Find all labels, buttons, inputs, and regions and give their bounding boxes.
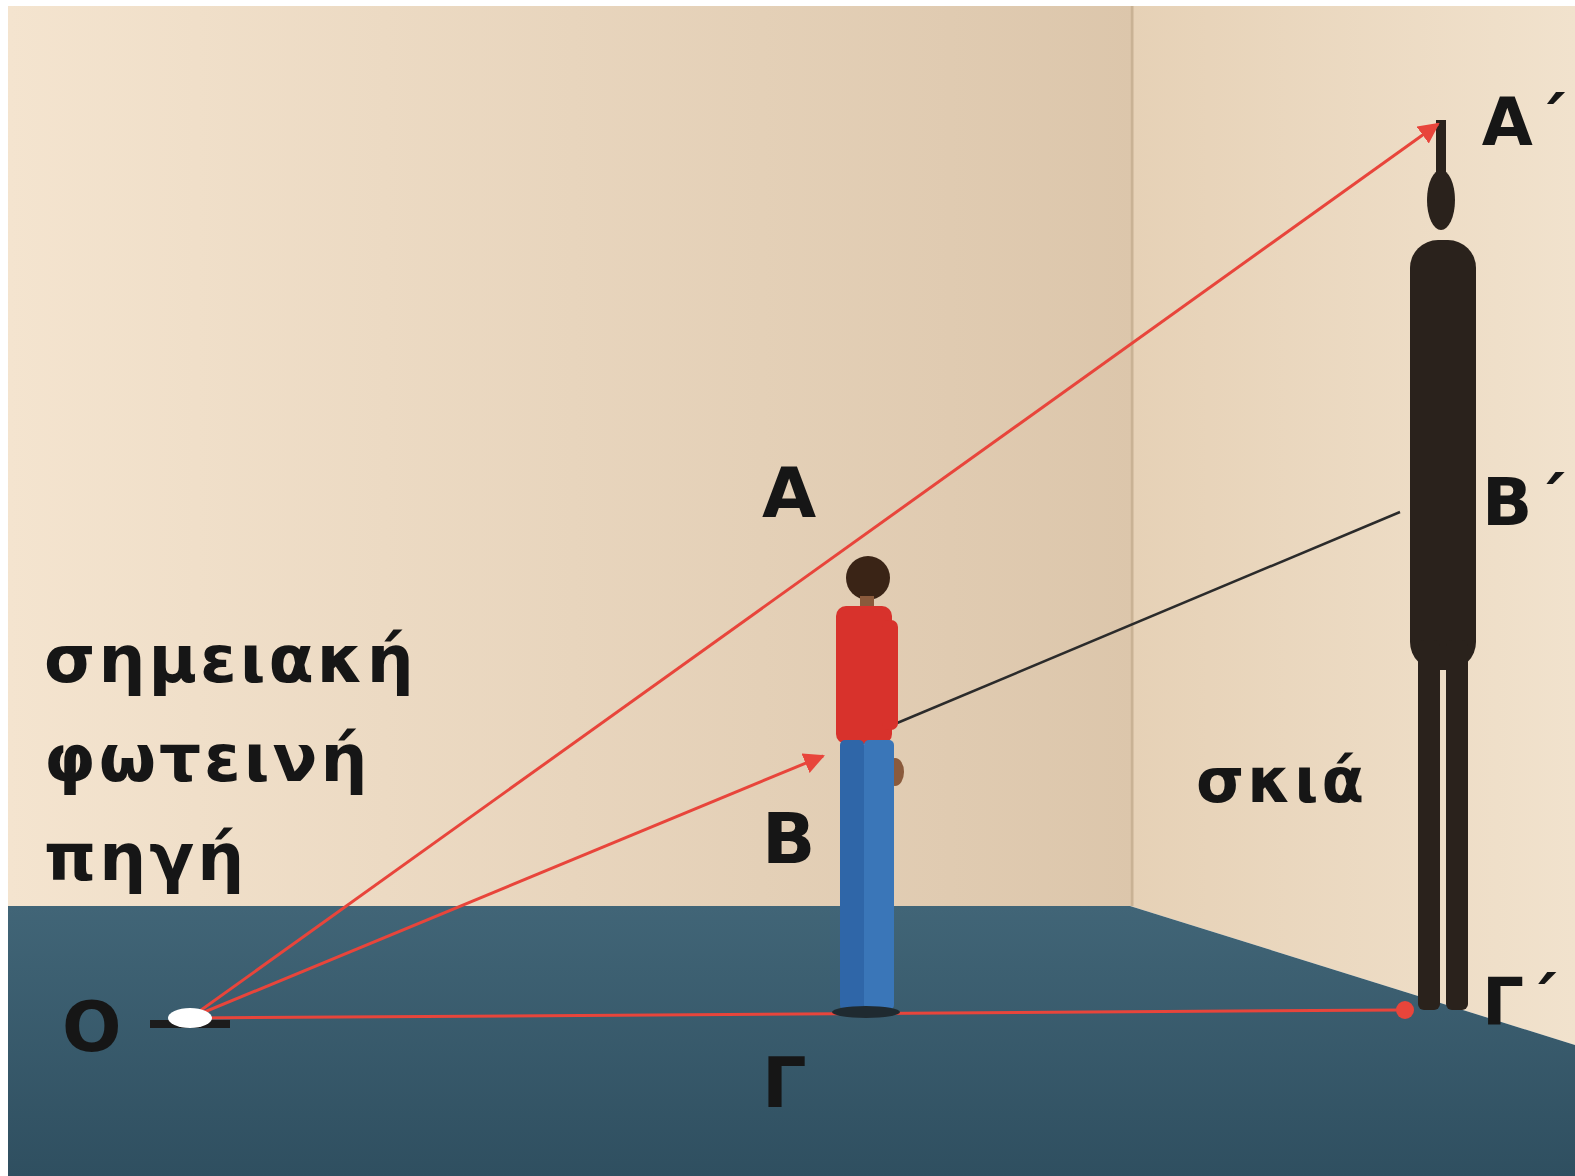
image-point-label: Β΄ <box>1482 470 1567 536</box>
point-label: Γ <box>762 1048 810 1118</box>
point-label: Α <box>762 458 819 528</box>
image-point-label: Γ΄ <box>1482 970 1559 1036</box>
shadow-label: σκιά <box>1196 750 1367 812</box>
point-label: Β <box>762 804 818 874</box>
image-point-label: Α΄ <box>1482 90 1568 156</box>
source-label: σημειακή φωτεινή πηγή <box>44 610 464 907</box>
point-label: Ο <box>62 992 125 1062</box>
